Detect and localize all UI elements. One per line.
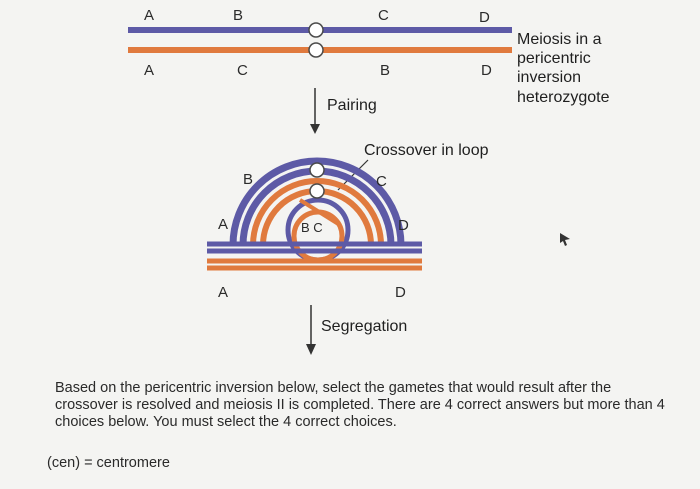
gene-label-b-bottom: B [380,62,390,79]
below-label-a: A [218,284,228,301]
centromere-note: (cen) = centromere [47,455,170,471]
side-caption-line-3: inversion [517,69,581,86]
centromere-icon [308,22,324,38]
side-caption-line-4: heterozygote [517,89,610,106]
loop-label-a: A [218,216,228,233]
arrow-down-icon [306,344,316,355]
side-caption-line-1: Meiosis in a [517,31,602,48]
below-label-d: D [395,284,406,301]
gene-label-d-top: D [479,9,490,26]
loop-label-c: C [376,173,387,190]
gene-label-a-top: A [144,7,154,24]
blue-loop-outer [229,157,405,246]
gene-label-b-top: B [233,7,243,24]
loop-inner-label-bc: B C [301,220,323,235]
loop-label-d: D [398,217,409,234]
gene-label-d-bottom: D [481,62,492,79]
mouse-cursor-icon [560,233,570,246]
crossover-label: Crossover in loop [364,142,489,159]
loop-label-b: B [243,171,253,188]
orange-loop [250,178,384,246]
centromere-icon [309,162,325,178]
gene-label-a-bottom: A [144,62,154,79]
segregation-label: Segregation [321,318,407,335]
arrow-down-icon [310,124,320,134]
gene-label-c-top: C [378,7,389,24]
crossover-strand [298,198,342,227]
side-caption-line-2: pericentric [517,50,591,67]
pairing-label: Pairing [327,97,377,114]
centromere-icon [309,183,325,199]
question-text: Based on the pericentric inversion below… [55,380,665,430]
gene-label-c-bottom: C [237,62,248,79]
centromere-icon [308,42,324,58]
